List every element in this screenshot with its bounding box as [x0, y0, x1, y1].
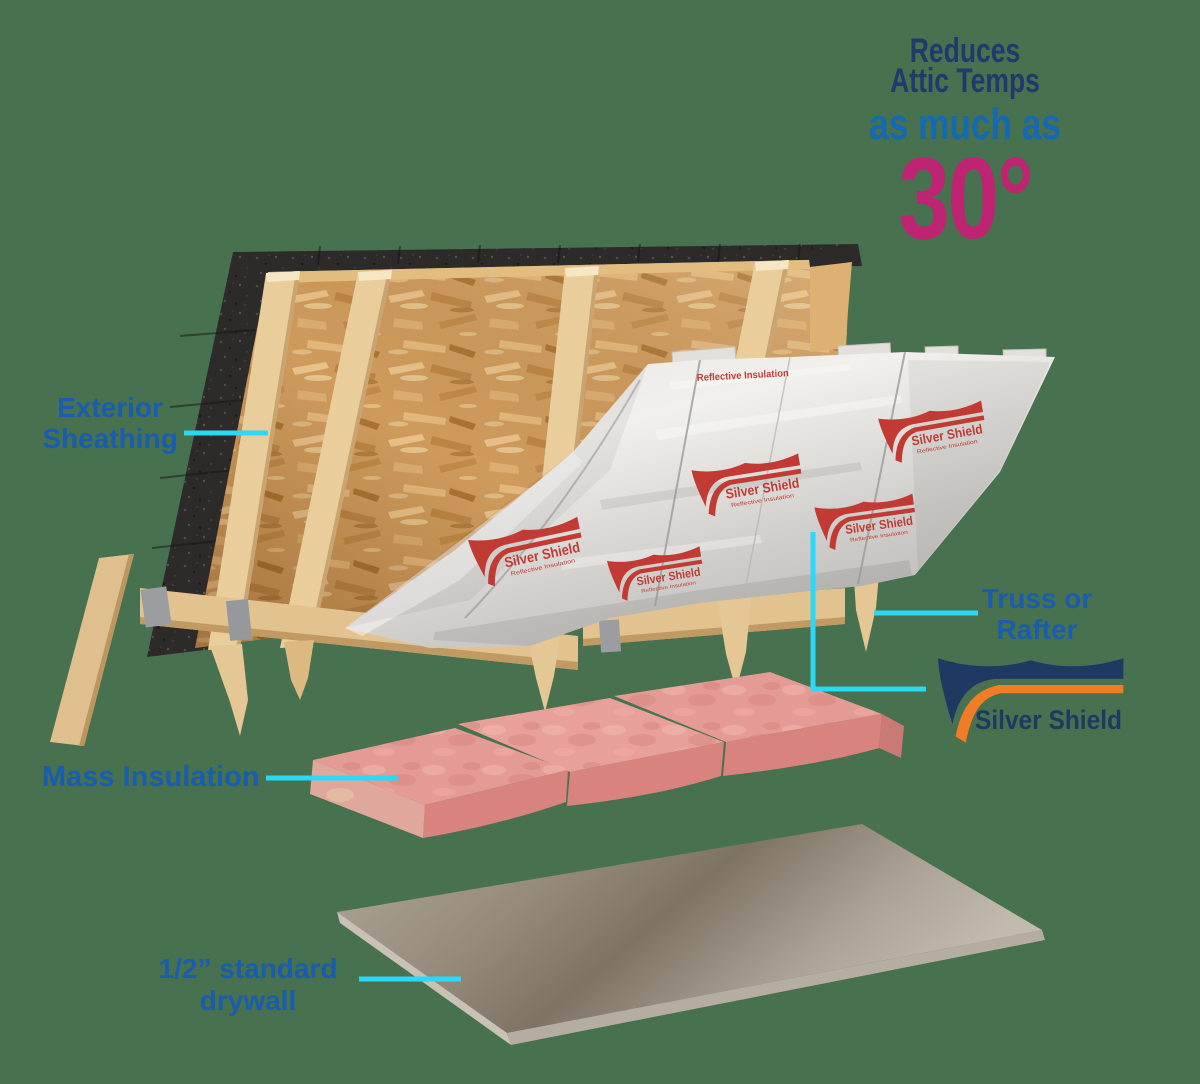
truss-bottom-chord	[583, 588, 845, 646]
rafter-tail	[528, 638, 560, 712]
rafter-tail	[716, 590, 752, 690]
label-drywall: 1/2” standard drywall	[158, 953, 338, 1016]
silver-shield-logo: Silver Shield	[938, 658, 1124, 743]
rafter	[280, 270, 392, 648]
rafter	[208, 271, 300, 650]
osb-top-edge	[268, 259, 850, 283]
headline: Reduces Attic Temps as much as 30°	[840, 32, 1090, 263]
mass-insulation-batts	[310, 672, 904, 838]
gusset-plate	[140, 586, 172, 628]
gusset-plate	[225, 598, 253, 642]
label-mass-insulation: Mass Insulation	[42, 761, 260, 793]
insulation-seam	[654, 351, 906, 607]
mass-insulation-batt	[458, 698, 724, 806]
label-exterior-sheathing: Exterior Sheathing	[42, 392, 178, 454]
rafter-tail	[284, 640, 314, 700]
truss-post	[50, 554, 134, 746]
headline-value: 30°	[898, 133, 1034, 263]
headline-line2: Attic Temps	[890, 62, 1040, 100]
reflective-insulation-sheet: Reflective Insulation Silver Shield Refl…	[345, 342, 1055, 648]
callout-lines	[184, 430, 978, 982]
label-truss-rafter: Truss or Rafter	[981, 583, 1093, 645]
headline-line1: Reduces	[909, 32, 1021, 70]
rafter-tail	[210, 644, 248, 736]
headline-qualifier: as much as	[869, 100, 1061, 149]
callout-line-reflective-insulation	[810, 532, 926, 692]
gusset-plate	[598, 619, 622, 653]
foil-logo-tagline: Reflective Insulation	[697, 368, 789, 384]
drywall-panel	[337, 824, 1045, 1045]
assembly-end-face	[808, 245, 859, 352]
logo-wordmark: Silver Shield	[975, 705, 1122, 735]
